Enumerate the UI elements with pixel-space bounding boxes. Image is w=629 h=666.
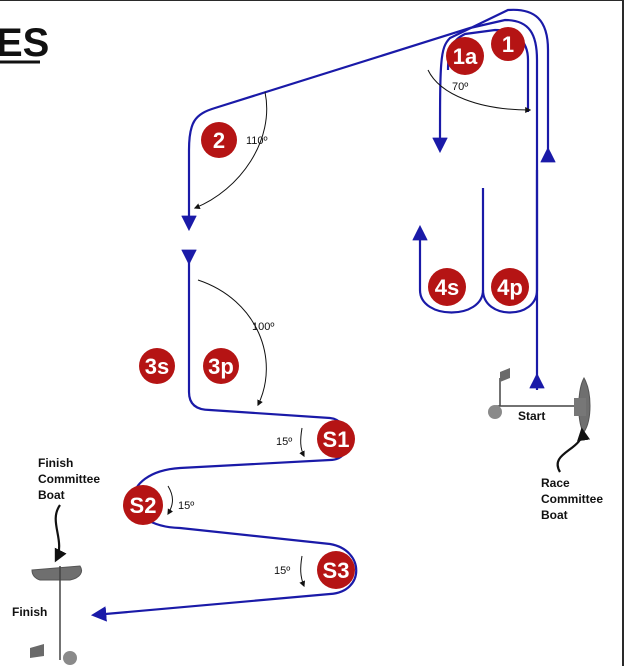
race-boat-pointer (556, 427, 591, 473)
finish-pin-buoy (63, 651, 77, 665)
finish-boat-label-2: Committee (38, 472, 100, 486)
mark-3s: 3s (139, 348, 175, 384)
mark-1a: 1a (446, 37, 484, 75)
start-pin-buoy (488, 405, 502, 419)
race-boat-label-3: Boat (541, 508, 568, 522)
mark-3p: 3p (203, 348, 239, 384)
mark-s2: S2 (123, 485, 163, 525)
mark-2: 2 (201, 122, 237, 158)
angle-15-s1: 15º (276, 436, 292, 448)
mark-2-label: 2 (213, 128, 225, 153)
loop-4p (481, 170, 539, 314)
page-title-fragment: ES (0, 21, 49, 65)
leg-start-to-mark-2 (181, 18, 539, 388)
mark-4s-label: 4s (435, 275, 459, 300)
loop-4s (412, 188, 485, 314)
finish-label: Finish (12, 605, 47, 619)
leg-3-to-gate-s1 (90, 262, 358, 622)
mark-4p-label: 4p (497, 275, 523, 300)
loop-mark-1 (432, 8, 550, 154)
mark-s3-label: S3 (323, 558, 350, 583)
start-line-group (488, 368, 591, 433)
angle-15-s3: 15º (274, 565, 290, 577)
mark-s3: S3 (317, 551, 355, 589)
mark-1: 1 (491, 27, 525, 61)
mark-s1-label: S1 (323, 427, 350, 452)
angle-110: 110º (246, 135, 268, 147)
start-label: Start (518, 409, 545, 423)
finish-boat-pointer (54, 504, 67, 563)
mark-s1: S1 (317, 420, 355, 458)
angle-70: 70º (452, 81, 468, 93)
mark-4p: 4p (491, 268, 529, 306)
angle-arcs (167, 69, 532, 588)
race-boat-label-1: Race (541, 476, 570, 490)
angle-100: 100º (252, 321, 274, 333)
mark-1-label: 1 (502, 32, 514, 57)
race-boat-label-2: Committee (541, 492, 603, 506)
mark-3p-label: 3p (208, 354, 234, 379)
finish-committee-boat-icon (31, 565, 83, 581)
finish-boat-label-3: Boat (38, 488, 65, 502)
finish-pin-flag (30, 644, 44, 658)
course-lines (90, 8, 556, 622)
mark-3s-label: 3s (145, 354, 169, 379)
mark-s2-label: S2 (130, 493, 157, 518)
angle-15-s2: 15º (178, 500, 194, 512)
mark-4s: 4s (428, 268, 466, 306)
finish-boat-label-1: Finish (38, 456, 73, 470)
mark-1a-label: 1a (453, 44, 478, 69)
